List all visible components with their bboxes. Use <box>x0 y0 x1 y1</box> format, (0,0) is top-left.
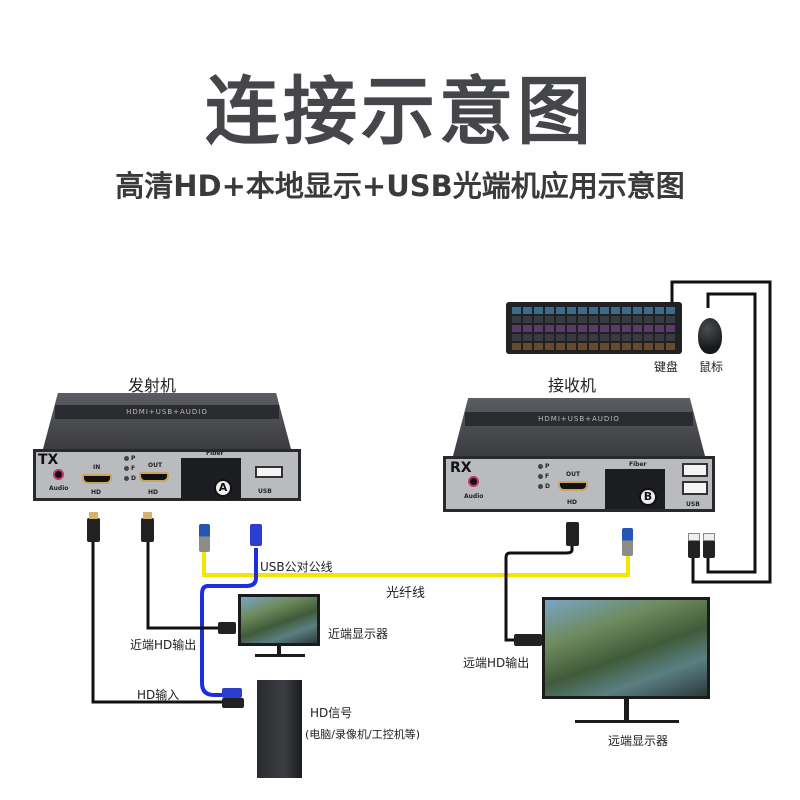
hd-label: HD <box>148 489 159 496</box>
transmitter-device: HDMI+USB+AUDIO TX Audio IN HD P F D OUT … <box>33 393 301 503</box>
receiver-device: HDMI+USB+AUDIO RX Audio P F D OUT HD Fib… <box>443 398 715 514</box>
led-icon <box>538 474 543 479</box>
led-label: P <box>545 463 550 470</box>
hdmi-in-port-icon <box>82 474 112 484</box>
hd-source-label: HD信号 <box>310 706 353 720</box>
fiber-label: Fiber <box>629 461 647 468</box>
hd-plug-icon <box>514 634 542 646</box>
mouse-icon <box>698 318 722 354</box>
audio-jack-icon <box>53 469 64 480</box>
usb-plug-icon <box>250 524 262 546</box>
fiber-label: Fiber <box>206 450 224 457</box>
hd-label: HD <box>91 489 102 496</box>
usb-cable <box>200 548 258 697</box>
usb-plug-tip <box>688 533 700 541</box>
hd-label: HD <box>567 499 578 506</box>
audio-label: Audio <box>49 485 69 492</box>
fiber-connector-icon <box>199 524 210 552</box>
audio-label: Audio <box>464 493 484 500</box>
receiver-label: 接收机 <box>548 376 597 395</box>
monitor-base <box>255 654 305 657</box>
fiber-module <box>181 458 241 500</box>
mouse-cable <box>706 292 757 574</box>
far-hd-output-label: 远端HD输出 <box>463 656 530 670</box>
fiber-module <box>605 469 665 509</box>
monitor-base <box>575 720 679 723</box>
hd-out-label: OUT <box>148 462 163 469</box>
near-monitor-label: 近端显示器 <box>328 627 389 641</box>
hd-plug-icon <box>218 622 236 634</box>
hdmi-out-port-icon <box>139 472 169 482</box>
usb-plug-icon <box>703 540 715 558</box>
led-icon <box>124 476 129 481</box>
device-band-text: HDMI+USB+AUDIO <box>465 412 693 426</box>
hd-plug-icon <box>222 698 244 708</box>
led-icon <box>538 484 543 489</box>
led-label: F <box>131 465 136 472</box>
tx-tag: TX <box>38 452 59 468</box>
led-label: D <box>545 483 550 490</box>
usb-label: USB <box>258 488 272 495</box>
hdmi-out-port-icon <box>558 481 588 491</box>
pc-tower-icon <box>257 680 302 778</box>
led-label: D <box>131 475 136 482</box>
hd-input-label: HD输入 <box>137 688 180 702</box>
mouse-label: 鼠标 <box>699 360 724 374</box>
hd-input-cable <box>91 538 222 704</box>
usb-cable-label: USB公对公线 <box>260 560 333 574</box>
fiber-badge-a: A <box>214 479 232 497</box>
hd-in-label: IN <box>93 464 101 471</box>
monitor-stand <box>624 699 629 721</box>
hd-plug-tip <box>143 512 152 519</box>
page-title: 连接示意图 <box>205 69 595 155</box>
hd-plug-icon <box>566 522 579 546</box>
far-monitor-label: 远端显示器 <box>608 734 669 748</box>
usb-plug-icon <box>688 540 700 558</box>
hd-plug-tip <box>89 512 98 519</box>
far-hd-output-cable <box>504 545 574 642</box>
near-monitor-icon <box>238 594 320 646</box>
transmitter-label: 发射机 <box>128 376 177 395</box>
hd-plug-icon <box>141 518 154 542</box>
led-label: F <box>545 473 550 480</box>
usb-port-icon <box>682 463 708 477</box>
usb-label: USB <box>686 501 700 508</box>
rx-tag: RX <box>450 460 472 476</box>
led-icon <box>124 456 129 461</box>
hd-plug-icon <box>87 518 100 542</box>
led-icon <box>538 464 543 469</box>
usb-plug-icon <box>222 688 242 698</box>
led-icon <box>124 466 129 471</box>
usb-port-icon <box>682 481 708 495</box>
usb-plug-tip <box>703 533 715 541</box>
near-hd-output-cable <box>146 538 218 630</box>
fiber-cable <box>202 552 630 577</box>
page-subtitle: 高清HD+本地显示+USB光端机应用示意图 <box>115 169 685 203</box>
far-monitor-icon <box>542 597 710 699</box>
led-label: P <box>131 455 136 462</box>
device-band-text: HDMI+USB+AUDIO <box>55 405 279 419</box>
keyboard-cable <box>670 280 772 584</box>
audio-jack-icon <box>468 476 479 487</box>
hd-out-label: OUT <box>566 471 581 478</box>
monitor-stand <box>277 646 281 654</box>
near-hd-output-label: 近端HD输出 <box>130 638 197 652</box>
usb-port-icon <box>255 466 283 478</box>
keyboard-label: 键盘 <box>654 360 679 374</box>
keyboard-icon <box>506 302 682 354</box>
hd-source-detail: (电脑/录像机/工控机等) <box>305 728 420 741</box>
fiber-cable-label: 光纤线 <box>386 586 426 601</box>
fiber-badge-b: B <box>639 488 657 506</box>
fiber-connector-icon <box>622 528 633 556</box>
